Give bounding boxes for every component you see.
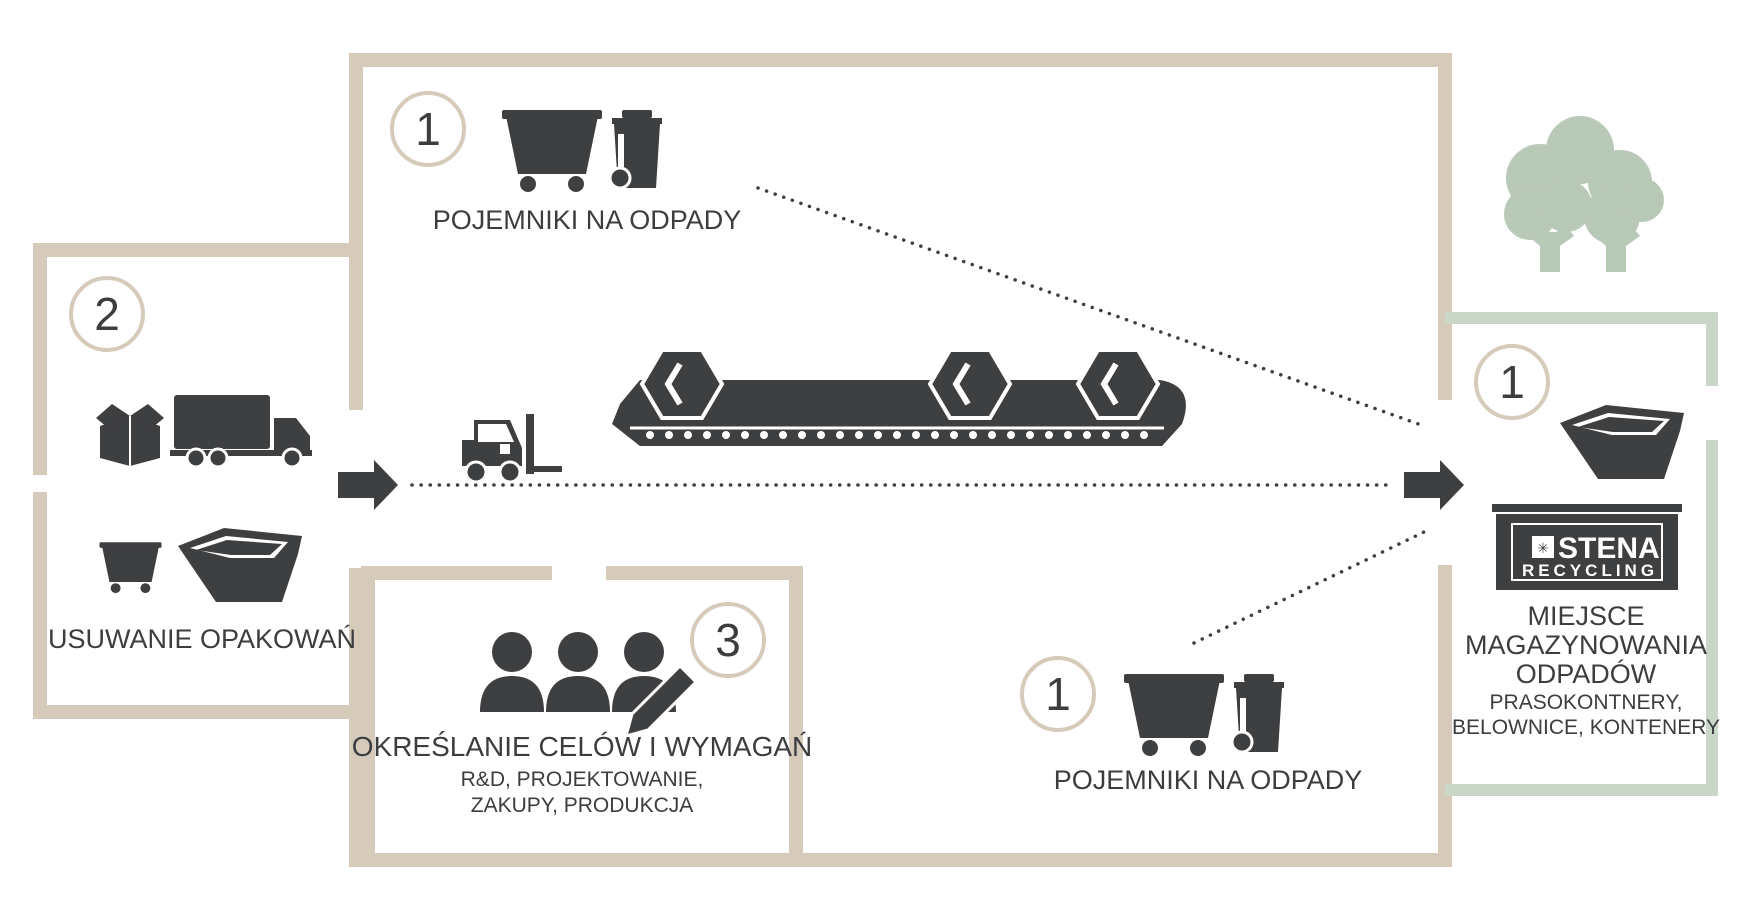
skip-container-icon <box>1560 405 1684 479</box>
truck-icon <box>170 395 312 469</box>
pencil-icon <box>623 663 699 739</box>
main-frame <box>349 53 1452 410</box>
badge <box>69 276 145 352</box>
badge <box>1474 344 1550 420</box>
badge <box>390 91 466 167</box>
svg-text:✳: ✳ <box>1537 540 1549 556</box>
goals-sub-line-1: R&D, PROJEKTOWANIE, <box>461 768 704 791</box>
storage-frame <box>1445 312 1718 796</box>
goals-sub-line-2: ZAKUPY, PRODUKCJA <box>471 794 694 817</box>
wheelie-bin-icon <box>608 108 664 190</box>
wheelie-bin-icon <box>1230 672 1286 754</box>
badge-number: 1 <box>1499 356 1525 408</box>
storage-group: 1 ✳ STENA RECYCLING MIEJSCE MAGAZYNOWANI… <box>1452 344 1720 739</box>
frames <box>33 53 1452 867</box>
skip-container-icon <box>178 528 302 602</box>
goals-frame-left <box>361 566 552 860</box>
waste-cart-icon <box>1124 674 1224 756</box>
tree-icon <box>1504 116 1664 272</box>
bottom-bins-label: POJEMNIKI NA ODPADY <box>1054 765 1363 795</box>
box-icon <box>96 404 164 466</box>
badge-number: 1 <box>1045 668 1071 720</box>
storage-sub-1: PRASOKONTNERY, <box>1490 691 1683 714</box>
badge-number: 3 <box>715 614 741 666</box>
badge <box>1020 656 1096 732</box>
waste-cart-icon <box>99 542 162 594</box>
stena-container-icon: ✳ STENA RECYCLING <box>1492 504 1682 590</box>
badge-number: 1 <box>415 103 441 155</box>
forklift-icon <box>462 414 562 484</box>
badge-number: 2 <box>94 288 120 340</box>
packaging-label: USUWANIE OPAKOWAŃ <box>48 624 356 654</box>
storage-title-2: MAGAZYNOWANIA <box>1465 630 1707 660</box>
goals-frame-right <box>606 566 803 860</box>
left-frame-top <box>33 243 363 475</box>
arrow-right-icon <box>1404 460 1464 510</box>
flow-dotted-lines <box>410 186 1426 645</box>
goals-group: 3 OKREŚLANIE CELÓW I WYMAGAŃ R&D, PROJEK… <box>352 602 813 817</box>
storage-sub-2: BELOWNICE, KONTENERY <box>1452 716 1720 739</box>
brand-name: STENA <box>1558 532 1660 565</box>
badge <box>690 602 766 678</box>
conveyor-belt-icon <box>612 348 1186 446</box>
left-frame-bottom <box>33 492 356 719</box>
arrow-right-icon <box>338 460 398 510</box>
waste-cart-icon <box>502 110 602 192</box>
goals-label: OKREŚLANIE CELÓW I WYMAGAŃ <box>352 730 813 762</box>
people-icon <box>480 632 676 712</box>
storage-title-3: ODPADÓW <box>1516 658 1657 689</box>
top-bins-group: 1 POJEMNIKI NA ODPADY <box>390 91 742 235</box>
storage-title-1: MIEJSCE <box>1527 601 1644 631</box>
brand-sub: RECYCLING <box>1522 561 1658 580</box>
bottom-bins-group: 1 POJEMNIKI NA ODPADY <box>1020 656 1363 795</box>
top-bins-label: POJEMNIKI NA ODPADY <box>433 205 742 235</box>
packaging-group: 2 USUWANIE OPAKOWAŃ <box>48 276 356 654</box>
